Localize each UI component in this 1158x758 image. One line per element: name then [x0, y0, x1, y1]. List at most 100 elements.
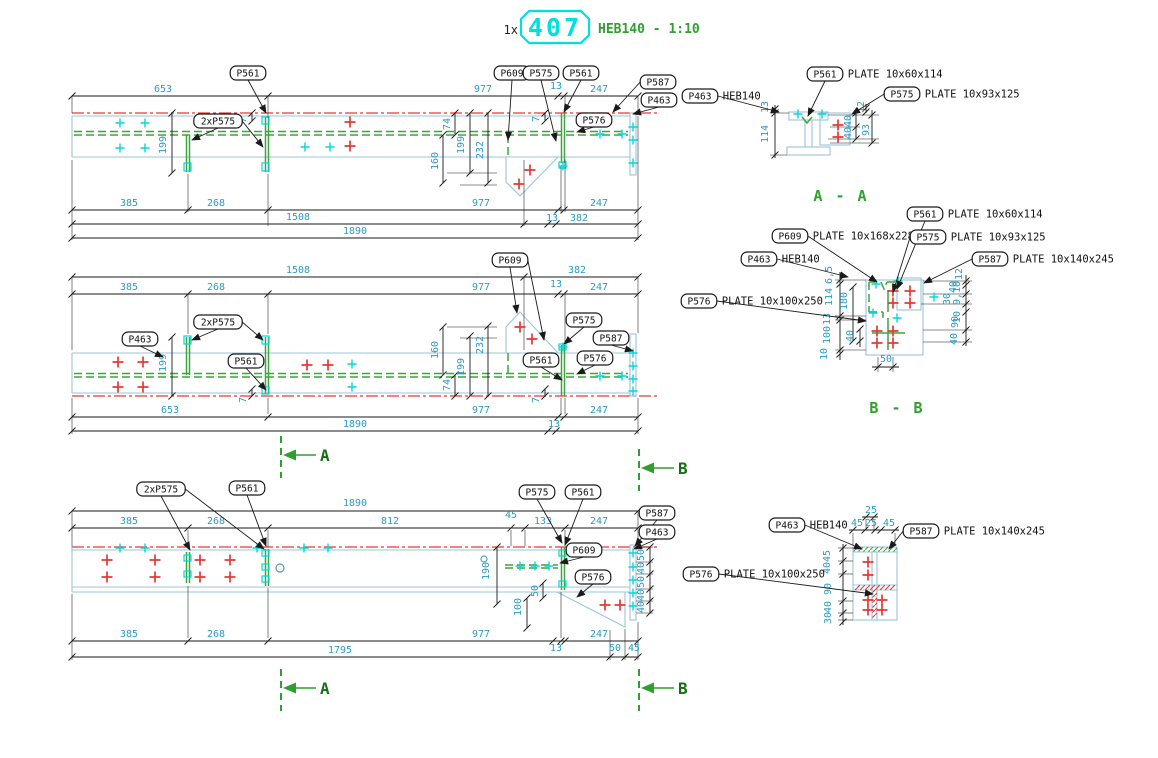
dimension-text: 10 9,10	[952, 281, 963, 323]
bolt-cross-cyan	[558, 342, 568, 352]
dim-line	[839, 544, 847, 626]
bolt-cross-red	[526, 333, 538, 345]
view-top	[71, 112, 660, 197]
dim-line	[862, 513, 878, 521]
part-callout-p561[interactable]: P561	[228, 480, 267, 547]
part-callout-p463[interactable]: P463	[632, 92, 678, 116]
bolt-cross-cyan	[628, 158, 638, 168]
hole-circle	[275, 563, 285, 573]
callout-leader	[888, 530, 904, 550]
dimension-text: 50	[609, 643, 621, 654]
callout-leader	[509, 266, 520, 314]
part-callout-p463[interactable]: P463	[633, 524, 676, 550]
part-callout-2xp575[interactable]: 2xP575	[191, 113, 264, 148]
part-callout-2xp575[interactable]: 2xP575	[191, 314, 264, 341]
callout-label: P587	[979, 255, 1002, 266]
dimension-text: 1890	[343, 498, 367, 509]
dimension-text: 40	[822, 562, 833, 574]
part-callout-p576[interactable]: P576	[574, 569, 612, 598]
part-callout-p561[interactable]: P561	[562, 65, 600, 113]
dim-line	[248, 385, 256, 400]
dimension-text: 40	[843, 115, 854, 127]
callout-leader	[923, 258, 973, 284]
callout-leader	[247, 79, 267, 114]
callout-box	[518, 484, 556, 500]
dimension-text: 232	[475, 141, 486, 159]
dim-line	[962, 275, 970, 346]
part-callout-p575[interactable]: P575	[518, 484, 563, 544]
bolt-cross-red	[887, 337, 899, 349]
part-callout-p609[interactable]: P609	[491, 252, 546, 341]
callout-spec: PLATE 10x93x125	[951, 232, 1046, 244]
bolt-cross-cyan	[628, 601, 638, 611]
dimension-text: 653	[154, 84, 172, 95]
dimension-text: 1890	[343, 419, 367, 430]
part-callout-p609[interactable]: P609	[559, 542, 603, 565]
view-front	[71, 311, 660, 397]
dimension-text: 133	[534, 516, 552, 527]
dim-line	[439, 323, 447, 379]
bolt-marks-layer	[101, 109, 939, 616]
dimension-text: 90	[950, 316, 961, 328]
callout-box	[564, 484, 602, 500]
section-arrow-icon	[641, 682, 654, 694]
dimension-text: 40	[636, 601, 647, 613]
callout-label: P561	[814, 70, 837, 81]
stiffener-plates	[185, 337, 566, 396]
callout-box	[806, 66, 844, 82]
bolt-cross-cyan	[817, 109, 827, 119]
section-arrow-icon	[283, 449, 296, 461]
part-callout-p561[interactable]: P561	[564, 484, 602, 546]
bolt-cross-cyan	[323, 543, 333, 553]
dimension-text: 90	[823, 583, 834, 595]
part-callout-p587[interactable]: P587	[612, 74, 677, 113]
dimension-text: 45	[851, 518, 863, 529]
part-callout-p576[interactable]: P576	[575, 112, 613, 134]
bolt-cross-red	[112, 356, 124, 368]
dimension-text: 10	[819, 348, 830, 360]
part-callout-p463[interactable]: P463	[121, 331, 164, 358]
callout-spec: PLATE 10x60x114	[948, 209, 1043, 221]
part-callout-p575[interactable]: P575	[522, 65, 560, 142]
part-callout-p561[interactable]: P561	[229, 65, 267, 114]
callout-leader	[891, 236, 911, 293]
plate-p575	[819, 112, 851, 146]
part-callout-p575[interactable]: P575	[563, 312, 603, 345]
bolt-cross-red	[862, 556, 874, 568]
dimension-text: 40	[636, 562, 647, 574]
callout-leader	[241, 120, 264, 148]
bolt-cross-cyan	[530, 561, 540, 571]
bolt-cross-red	[322, 359, 334, 371]
stiffener-plates	[185, 113, 566, 172]
dimension-lines-layer	[68, 92, 972, 661]
bolt-cross-cyan	[628, 386, 638, 396]
part-callout-p576[interactable]: P576	[576, 350, 614, 375]
weld-hatch	[872, 590, 877, 618]
callout-box	[565, 542, 603, 558]
callout-label: P576	[690, 570, 713, 581]
end-plate-p587	[629, 333, 637, 397]
part-callout-2xp575[interactable]: 2xP575	[136, 481, 265, 551]
part-callout-p609[interactable]: P609	[493, 65, 531, 141]
part-callout-p561[interactable]: P561	[522, 352, 563, 381]
part-callout-p561[interactable]: P561	[227, 353, 267, 391]
dimension-text: 268	[207, 198, 225, 209]
callout-box	[592, 330, 630, 346]
dimension-text: 382	[568, 265, 586, 276]
part-callout-p587[interactable]: P587	[592, 330, 634, 353]
bolt-cross-red	[513, 178, 525, 190]
callout-box	[121, 331, 159, 347]
